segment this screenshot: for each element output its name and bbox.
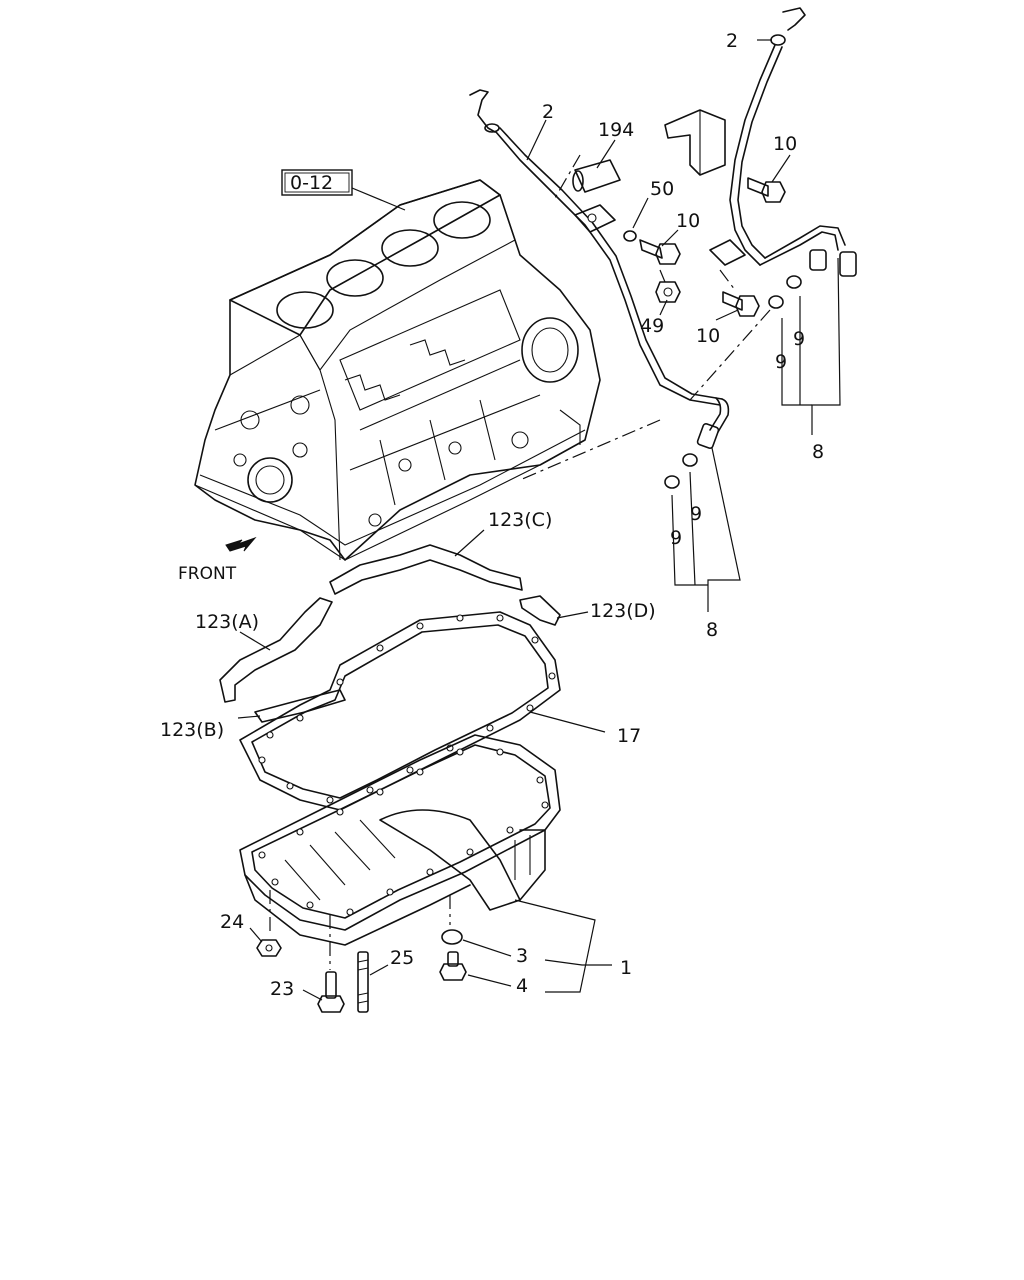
front-arrow-icon [225, 536, 257, 552]
front-label: FRONT [178, 564, 237, 584]
callout-49: 49 [640, 315, 664, 337]
engine-block [194, 179, 601, 561]
callout-9-b: 9 [775, 351, 787, 373]
callout-123c: 123(C) [488, 509, 552, 531]
callout-3: 3 [516, 945, 528, 967]
callout-194: 194 [598, 119, 634, 141]
callout-123d: 123(D) [590, 600, 656, 622]
callout-10-mid: 10 [676, 210, 700, 232]
callout-8-upper: 8 [812, 441, 824, 463]
callout-8-lower: 8 [706, 619, 718, 641]
callout-23: 23 [270, 978, 294, 1000]
oil-pan [239, 734, 561, 946]
callout-25: 25 [390, 947, 414, 969]
gasket-bolt-holes [258, 614, 556, 804]
callout-24: 24 [220, 911, 244, 933]
callout-10-lower: 10 [696, 325, 720, 347]
callout-2-left: 2 [542, 101, 554, 123]
callout-9-c: 9 [690, 503, 702, 525]
callout-50: 50 [650, 178, 674, 200]
callout-17: 17 [617, 725, 641, 747]
callout-123a: 123(A) [195, 611, 259, 633]
pan-bolt-holes [258, 748, 549, 916]
oil-pan-gasket [239, 611, 561, 811]
callout-123b: 123(B) [160, 719, 224, 741]
fastener-parts [572, 159, 802, 489]
callout-1: 1 [620, 957, 632, 979]
dipstick-tube-left [469, 89, 730, 450]
pan-fasteners [256, 929, 467, 1013]
callout-9-a: 9 [793, 328, 805, 350]
callout-10-upper: 10 [773, 133, 797, 155]
dipstick-tube-right [664, 7, 857, 277]
callout-9-d: 9 [670, 527, 682, 549]
callout-4: 4 [516, 975, 528, 997]
callout-2-right: 2 [726, 30, 738, 52]
callout-labels: 0-12 FRONT 2 2 194 50 10 10 10 49 9 9 9 … [160, 30, 824, 1000]
center-lines [269, 154, 771, 970]
leader-lines [237, 39, 841, 1001]
ref-box-label: 0-12 [290, 172, 333, 194]
ref-box [281, 169, 353, 196]
gasket-strips [219, 544, 561, 723]
